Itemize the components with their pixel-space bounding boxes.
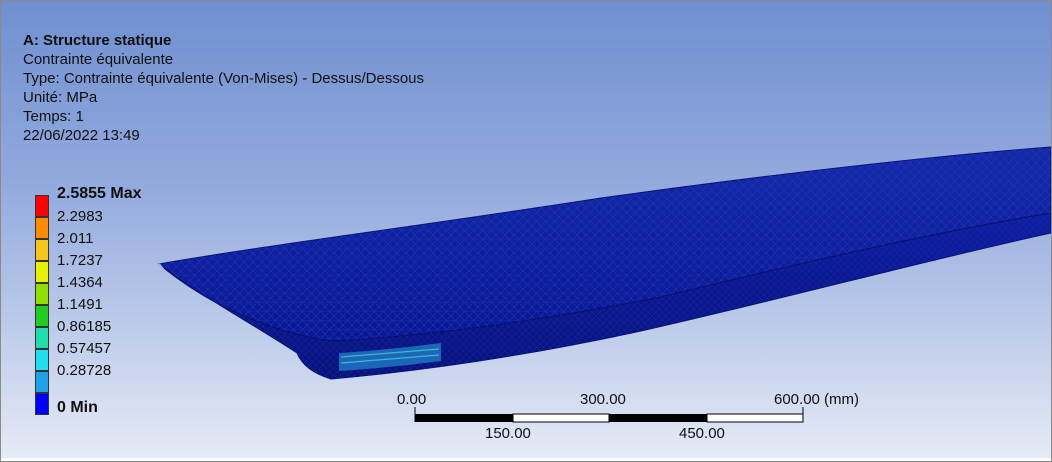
blade-tip-edge	[158, 263, 164, 270]
legend-level-label: 1.7237	[57, 252, 103, 269]
legend-level-label: 1.4364	[57, 274, 103, 291]
legend-swatch-lime	[35, 283, 49, 305]
legend-swatch-blue	[35, 393, 49, 415]
viewport-bottom-border	[1, 458, 1051, 461]
legend-swatch-lightblue	[35, 371, 49, 393]
result-unit: Unité: MPa	[23, 89, 98, 106]
legend-level-label: 1.1491	[57, 296, 103, 313]
legend-level-label: 2.011	[57, 230, 94, 247]
legend-swatch-orange	[35, 217, 49, 239]
stress-highlight-region	[339, 343, 441, 371]
result-name: Contrainte équivalente	[23, 51, 174, 68]
legend-level-label: 0.57457	[57, 340, 112, 357]
blade-lower-mesh	[159, 213, 1051, 379]
legend-swatch-red	[35, 195, 49, 217]
legend-level-label: 0.28728	[57, 362, 112, 379]
analysis-title: A: Structure statique	[23, 32, 172, 49]
blade-upper-mesh	[159, 147, 1051, 341]
legend-level-label: 2.2983	[57, 208, 103, 225]
result-type: Type: Contrainte équivalente (Von-Mises)…	[23, 70, 425, 87]
legend-min-label: 0 Min	[57, 399, 98, 416]
result-time: Temps: 1	[23, 108, 84, 125]
result-info: A: Structure statique Contrainte équival…	[23, 31, 424, 145]
legend-swatch-green	[35, 305, 49, 327]
legend-swatch-teal	[35, 327, 49, 349]
legend-max-label: 2.5855 Max	[57, 185, 142, 202]
legend-swatch-amber	[35, 239, 49, 261]
legend-swatch-cyan	[35, 349, 49, 371]
legend-swatch-yellow	[35, 261, 49, 283]
result-date: 22/06/2022 13:49	[23, 127, 140, 144]
legend-level-label: 0.86185	[57, 318, 112, 335]
